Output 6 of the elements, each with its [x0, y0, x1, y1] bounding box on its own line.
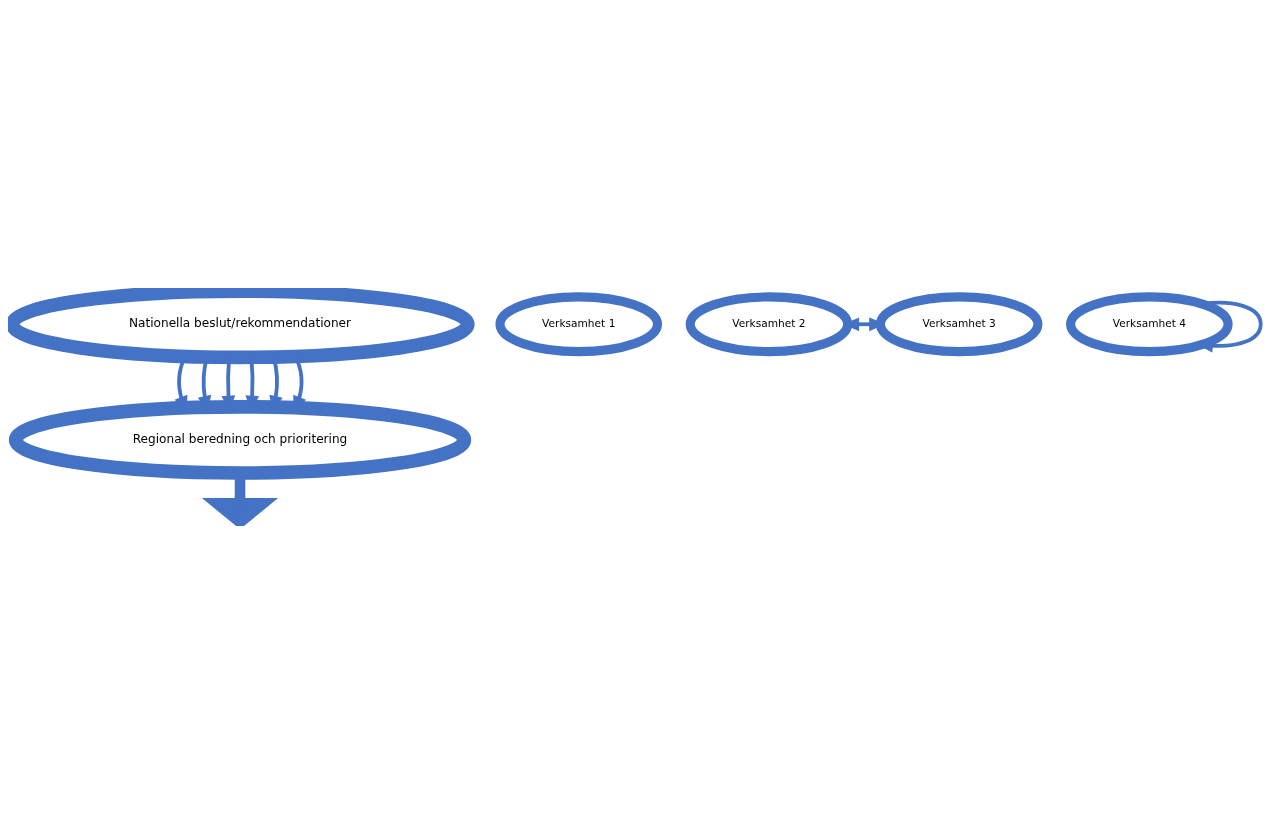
- node-ellipse: Verksamhet 4: [1066, 292, 1233, 357]
- node-ellipse: Verksamhet 3: [875, 292, 1043, 357]
- node-ellipse: Regional beredning och prioritering: [8, 400, 472, 480]
- node-ellipse: Verksamhet 2: [685, 292, 853, 357]
- node-ellipse: Nationella beslut/rekommendationer: [8, 288, 475, 365]
- node-ellipse: Verksamhet 1: [495, 292, 662, 357]
